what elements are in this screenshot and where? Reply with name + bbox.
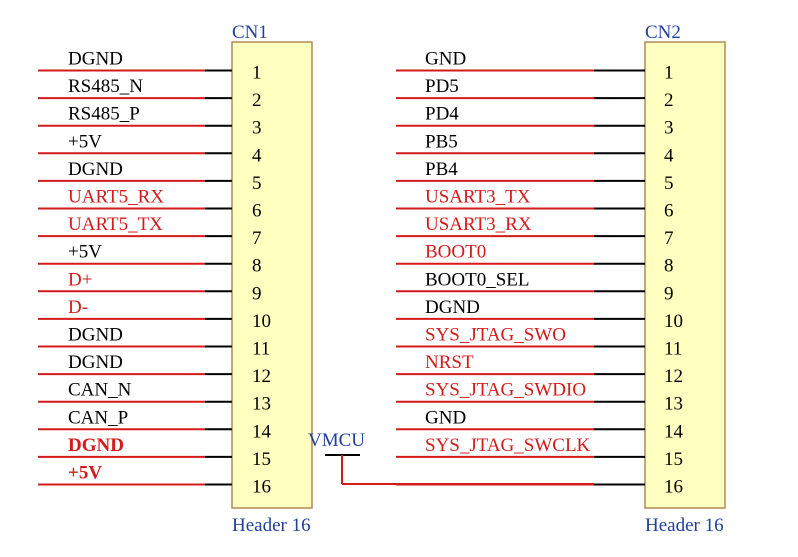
cn2-pin-number: 6 xyxy=(664,201,674,222)
cn1-net-label[interactable]: UART5_RX xyxy=(68,187,164,208)
cn2-net-label[interactable]: PB4 xyxy=(425,159,458,180)
cn1-pin-number: 14 xyxy=(252,421,272,442)
cn1-net-label[interactable]: CAN_N xyxy=(68,380,132,401)
cn2-net-label[interactable]: NRST xyxy=(425,352,474,373)
cn1-net-label[interactable]: DGND xyxy=(68,352,123,373)
cn2-pin-number: 14 xyxy=(664,421,684,442)
cn2-net-label[interactable]: DGND xyxy=(425,297,480,318)
cn2-net-label[interactable]: SYS_JTAG_SWDIO xyxy=(425,380,586,401)
cn1-pin-number: 4 xyxy=(252,145,262,166)
cn2-net-label[interactable]: PD5 xyxy=(425,76,459,97)
cn1-net-label[interactable]: DGND xyxy=(68,435,124,456)
cn1-net-label[interactable]: DGND xyxy=(68,49,123,70)
cn1-pin-number: 11 xyxy=(252,339,270,360)
cn1-net-label[interactable]: UART5_TX xyxy=(68,214,163,235)
cn2-net-label[interactable]: PB5 xyxy=(425,131,458,152)
cn1-pin-number: 10 xyxy=(252,311,271,332)
cn1-pin-number: 3 xyxy=(252,118,262,139)
cn1-pin-number: 7 xyxy=(252,228,262,249)
cn1-connector-body[interactable] xyxy=(231,41,313,509)
cn1-pin-number: 8 xyxy=(252,256,262,277)
cn2-pin-number: 13 xyxy=(664,394,683,415)
cn1-pin-number: 9 xyxy=(252,283,262,304)
cn1-net-label[interactable]: +5V xyxy=(68,463,102,484)
cn1-net-label[interactable]: RS485_N xyxy=(68,76,143,97)
cn2-pin-number: 5 xyxy=(664,173,674,194)
cn2-pin-number: 9 xyxy=(664,283,674,304)
cn1-wires xyxy=(38,69,232,486)
cn2-net-label[interactable]: SYS_JTAG_SWO xyxy=(425,325,566,346)
cn1-pin-number: 5 xyxy=(252,173,262,194)
cn2-net-label[interactable]: BOOT0_SEL xyxy=(425,269,530,290)
cn1-net-label[interactable]: DGND xyxy=(68,325,123,346)
cn1-pin-number: 13 xyxy=(252,394,271,415)
cn2-pin-number: 11 xyxy=(664,339,682,360)
cn2-connector-body[interactable] xyxy=(644,41,726,509)
cn2-pin-number: 1 xyxy=(664,63,674,84)
cn2-designator: CN2 xyxy=(645,22,681,43)
cn1-pin-number: 15 xyxy=(252,449,271,470)
cn1-net-labels: DGND RS485_N RS485_P +5V DGND UART5_RX UART5_T… xyxy=(68,49,164,484)
cn2-pin-number: 16 xyxy=(664,477,683,498)
cn2-net-label[interactable]: USART3_RX xyxy=(425,214,532,235)
cn1-designator: CN1 xyxy=(232,22,268,43)
cn1-net-label[interactable]: CAN_P xyxy=(68,407,128,428)
cn1-pin-number: 1 xyxy=(252,63,262,84)
cn2-pin-number: 7 xyxy=(664,228,674,249)
cn2-comment: Header 16 xyxy=(645,515,724,536)
cn2-pin-number: 2 xyxy=(664,90,674,111)
cn2-net-label[interactable]: PD4 xyxy=(425,104,459,125)
cn2-net-label[interactable]: BOOT0 xyxy=(425,242,486,263)
cn1-net-label[interactable]: D+ xyxy=(68,269,92,290)
cn2-net-label[interactable]: GND xyxy=(425,407,466,428)
cn1-pin-number: 12 xyxy=(252,366,271,387)
cn2-pin-number: 10 xyxy=(664,311,683,332)
cn1-net-label[interactable]: +5V xyxy=(68,131,102,152)
cn1-comment: Header 16 xyxy=(232,515,311,536)
cn1-net-label[interactable]: RS485_P xyxy=(68,104,140,125)
cn2-pin-number: 8 xyxy=(664,256,674,277)
cn1-net-label[interactable]: DGND xyxy=(68,159,123,180)
cn2-pin-number: 15 xyxy=(664,449,683,470)
cn1-net-label[interactable]: +5V xyxy=(68,242,102,263)
cn2-pin-number: 4 xyxy=(664,145,674,166)
cn2-net-label[interactable]: USART3_TX xyxy=(425,187,531,208)
vmcu-label: VMCU xyxy=(308,430,365,451)
cn2-net-label[interactable]: GND xyxy=(425,49,466,70)
cn1-pin-number: 2 xyxy=(252,90,262,111)
cn1-pin-number: 6 xyxy=(252,201,262,222)
cn2-net-label[interactable]: SYS_JTAG_SWCLK xyxy=(425,435,591,456)
cn2-pin-number: 3 xyxy=(664,118,674,139)
cn1-pin-number: 16 xyxy=(252,477,271,498)
cn2-pin-number: 12 xyxy=(664,366,683,387)
vmcu-power-port[interactable]: VMCU xyxy=(308,430,594,485)
cn1-net-label[interactable]: D- xyxy=(68,297,88,318)
